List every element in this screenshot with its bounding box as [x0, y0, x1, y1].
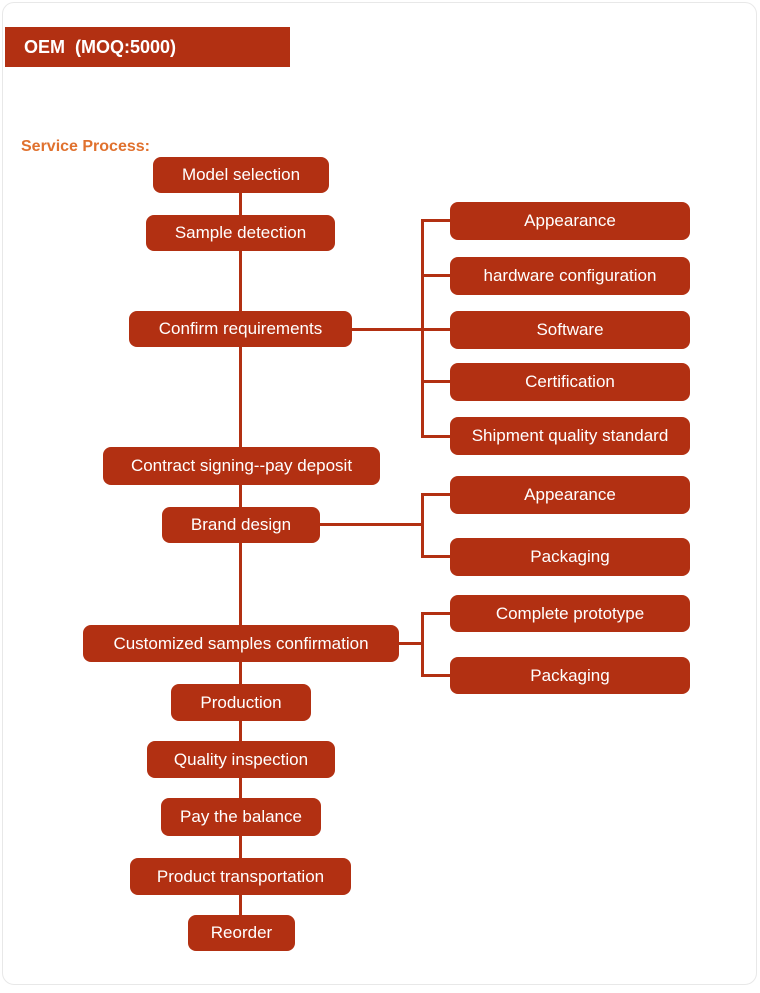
branch-node-software: Software: [450, 311, 690, 349]
connector-confirm-horizontal: [352, 328, 450, 331]
connector-confirm-spine: [421, 219, 424, 438]
flow-node-product-transportation: Product transportation: [130, 858, 351, 895]
connector-customized-stub-prototype: [421, 612, 450, 615]
connector-confirm-stub-certification: [421, 380, 450, 383]
branch-node-appearance-1: Appearance: [450, 202, 690, 240]
connector-brand-spine: [421, 493, 424, 558]
branch-node-certification: Certification: [450, 363, 690, 401]
branch-node-appearance-2: Appearance: [450, 476, 690, 514]
connector-brand-stub-appearance: [421, 493, 450, 496]
flow-node-contract-signing: Contract signing--pay deposit: [103, 447, 380, 485]
connector-confirm-stub-shipment: [421, 435, 450, 438]
flow-node-reorder: Reorder: [188, 915, 295, 951]
flow-node-model-selection: Model selection: [153, 157, 329, 193]
connector-customized-spine: [421, 612, 424, 677]
branch-node-complete-prototype: Complete prototype: [450, 595, 690, 632]
flow-node-pay-the-balance: Pay the balance: [161, 798, 321, 836]
branch-node-hardware-configuration: hardware configuration: [450, 257, 690, 295]
connector-brand-stub-packaging: [421, 555, 450, 558]
connector-brand-horizontal: [320, 523, 424, 526]
branch-node-packaging-1: Packaging: [450, 538, 690, 576]
branch-node-shipment-quality-standard: Shipment quality standard: [450, 417, 690, 455]
flow-node-customized-samples: Customized samples confirmation: [83, 625, 399, 662]
flow-node-confirm-requirements: Confirm requirements: [129, 311, 352, 347]
flow-node-sample-detection: Sample detection: [146, 215, 335, 251]
flow-node-quality-inspection: Quality inspection: [147, 741, 335, 778]
branch-node-packaging-2: Packaging: [450, 657, 690, 694]
service-process-label: Service Process:: [21, 138, 150, 155]
flow-node-production: Production: [171, 684, 311, 721]
connector-main-vertical: [239, 193, 242, 915]
connector-confirm-stub-hardware: [421, 274, 450, 277]
connector-confirm-stub-appearance: [421, 219, 450, 222]
flow-node-brand-design: Brand design: [162, 507, 320, 543]
connector-customized-horizontal: [399, 642, 424, 645]
connector-customized-stub-packaging: [421, 674, 450, 677]
page-title: OEM (MOQ:5000): [5, 27, 290, 67]
